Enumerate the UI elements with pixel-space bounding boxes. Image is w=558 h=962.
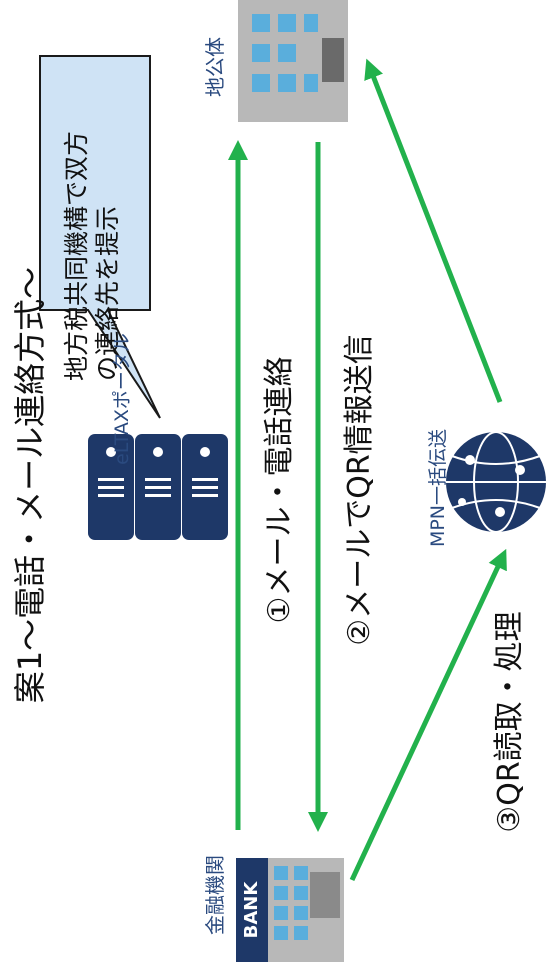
callout-line-1: 地方税共同機構で双方 xyxy=(62,130,91,381)
callout-bubble xyxy=(39,55,161,419)
government-building-icon xyxy=(238,0,348,122)
bank-label: 金融機関 xyxy=(203,855,227,935)
server-icon xyxy=(88,434,228,540)
government-label: 地公体 xyxy=(203,37,227,97)
arrow-4-line xyxy=(364,58,503,403)
arrow-3-line xyxy=(349,548,507,882)
bank-building-icon: BANK xyxy=(236,858,344,962)
arrow-2-label: ②メールでQR情報送信 xyxy=(342,334,377,646)
globe-network-icon xyxy=(446,431,546,533)
eltax-portal-label: eLTAXポータル xyxy=(111,333,133,465)
arrow-3-label: ③QR読取・処理 xyxy=(492,611,527,833)
bank-sign-text: BANK xyxy=(241,881,262,939)
mpn-label: MPN一括伝送 xyxy=(427,428,449,548)
arrow-1-label: ①メール・電話連絡 xyxy=(262,356,297,624)
diagram-title: 案1～電話・メール連絡方式～ xyxy=(11,266,49,704)
